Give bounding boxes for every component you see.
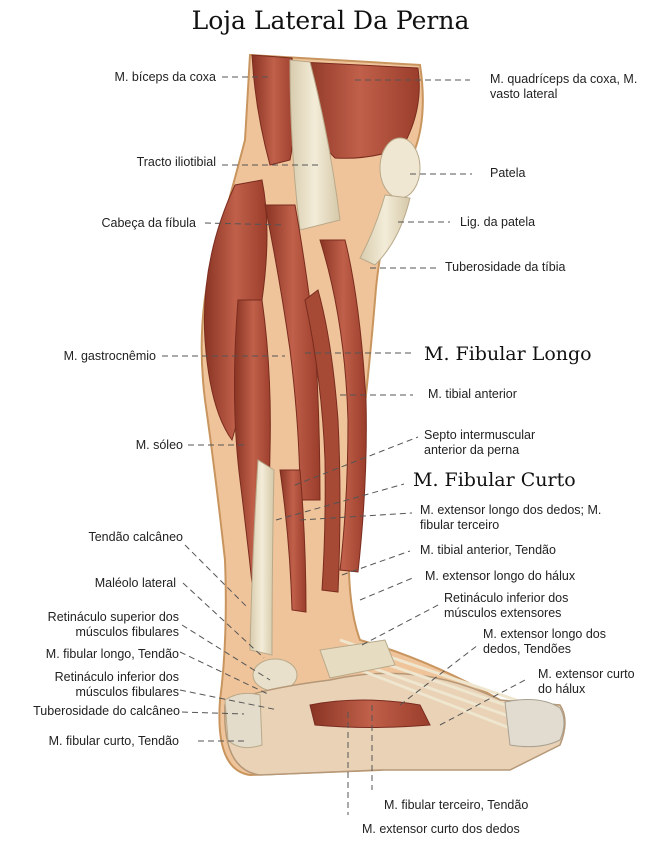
inferior-extensor-retinaculum xyxy=(319,639,396,679)
label-soleo: M. sóleo xyxy=(135,438,183,452)
label-fibular-curto: M. Fibular Curto xyxy=(413,469,576,491)
label-fibular-longo-tendao: M. fibular longo, Tendão xyxy=(45,647,179,661)
label-fibular-curto-tendao: M. fibular curto, Tendão xyxy=(48,734,179,748)
fibularis-brevis-muscle xyxy=(279,469,307,613)
label-tuberosidade-calcaneo: Tuberosidade do calcâneo xyxy=(33,704,180,718)
patellar-ligament xyxy=(359,194,411,266)
label-retinaculo-inf-fib: Retináculo inferior dos músculos fibular… xyxy=(54,670,179,699)
heel-calcaneus xyxy=(224,692,263,749)
leader-lines xyxy=(162,76,526,815)
extensor-brevis-muscle xyxy=(309,699,431,728)
fibularis-longus-muscle xyxy=(264,204,321,501)
patella xyxy=(379,137,421,199)
label-tendao-calcaneo: Tendão calcâneo xyxy=(88,530,183,544)
label-gastrocnemio: M. gastrocnêmio xyxy=(63,349,156,363)
label-extensor-curto-halux: M. extensor curto do hálux xyxy=(538,667,635,696)
label-extensor-longo-halux: M. extensor longo do hálux xyxy=(425,569,576,583)
iliotibial-tract xyxy=(289,59,341,231)
label-cabeca-fibula: Cabeça da fíbula xyxy=(101,216,196,230)
label-tibial-anterior-tendao: M. tibial anterior, Tendão xyxy=(420,543,556,557)
label-lig-patela: Lig. da patela xyxy=(460,215,536,229)
label-extensor-longo-dedos-tendoes: M. extensor longo dos dedos, Tendões xyxy=(483,627,606,656)
label-tibial-anterior: M. tibial anterior xyxy=(428,387,517,401)
label-fibular-terceiro-tendao: M. fibular terceiro, Tendão xyxy=(384,798,529,812)
label-septo: Septo intermuscular anterior da perna xyxy=(424,428,536,457)
label-retinaculo-sup-fib: Retináculo superior dos músculos fibular… xyxy=(47,610,179,639)
label-tracto-iliotibial: Tracto iliotibial xyxy=(136,155,216,169)
tibialis-anterior-muscle xyxy=(319,239,367,573)
label-extensor-longo-dedos: M. extensor longo dos dedos; M. fibular … xyxy=(420,503,602,532)
extensor-digitorum-longus-muscle xyxy=(304,289,341,593)
label-patela: Patela xyxy=(490,166,526,180)
toes xyxy=(504,699,565,748)
label-fibular-longo: M. Fibular Longo xyxy=(424,343,592,365)
label-tuberosidade-tibia: Tuberosidade da tíbia xyxy=(445,260,566,274)
calcaneal-tendon xyxy=(249,459,275,656)
label-biceps-coxa: M. bíceps da coxa xyxy=(114,70,216,84)
label-maleolo-lateral: Maléolo lateral xyxy=(94,576,176,590)
label-extensor-curto-dedos: M. extensor curto dos dedos xyxy=(362,822,520,836)
diagram-title: Loja Lateral Da Perna xyxy=(191,6,470,35)
gastrocnemius-muscle xyxy=(203,179,268,442)
label-retinaculo-inf-ext: Retináculo inferior dos músculos extenso… xyxy=(444,591,569,620)
label-quadriceps: M. quadríceps da coxa, M. vasto lateral xyxy=(490,72,638,101)
